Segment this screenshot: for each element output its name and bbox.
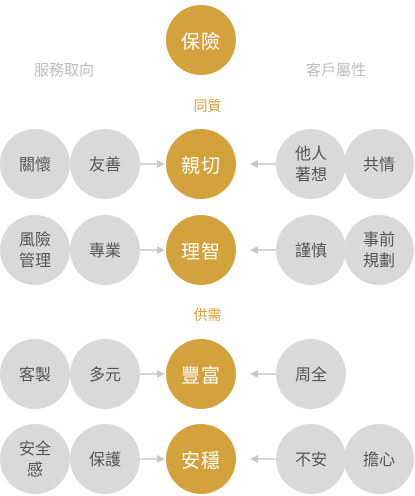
node-empathy: 共情 bbox=[344, 129, 414, 199]
node-rational: 理智 bbox=[166, 215, 236, 285]
right-header-customer-attributes: 客戶屬性 bbox=[306, 61, 367, 79]
node-cautious: 謹慎 bbox=[276, 215, 346, 285]
node-cordial: 親切 bbox=[166, 129, 236, 199]
node-considerate: 他人 著想 bbox=[276, 129, 346, 199]
group-label-supply-demand: 供需 bbox=[193, 308, 222, 324]
group-label-homogeneity: 同質 bbox=[193, 99, 222, 115]
node-stable: 安穩 bbox=[166, 424, 236, 494]
node-care: 關懷 bbox=[0, 129, 70, 199]
node-sense-of-security: 安全 感 bbox=[0, 424, 70, 494]
node-abundant: 豐富 bbox=[166, 339, 236, 409]
left-header-service-orientation: 服務取向 bbox=[34, 61, 95, 79]
node-thorough: 周全 bbox=[276, 339, 346, 409]
node-worry: 擔心 bbox=[344, 424, 414, 494]
node-protection: 保護 bbox=[70, 424, 140, 494]
node-customized: 客製 bbox=[0, 339, 70, 409]
node-uneasy: 不安 bbox=[276, 424, 346, 494]
top-node-label: 保險 bbox=[180, 30, 221, 53]
node-advance-planning: 事前 規劃 bbox=[344, 215, 414, 285]
node-diverse: 多元 bbox=[70, 339, 140, 409]
node-risk-management: 風險 管理 bbox=[0, 215, 70, 285]
node-professional: 專業 bbox=[70, 215, 140, 285]
node-friendly: 友善 bbox=[70, 129, 140, 199]
top-node-insurance: 保險 bbox=[166, 5, 236, 75]
